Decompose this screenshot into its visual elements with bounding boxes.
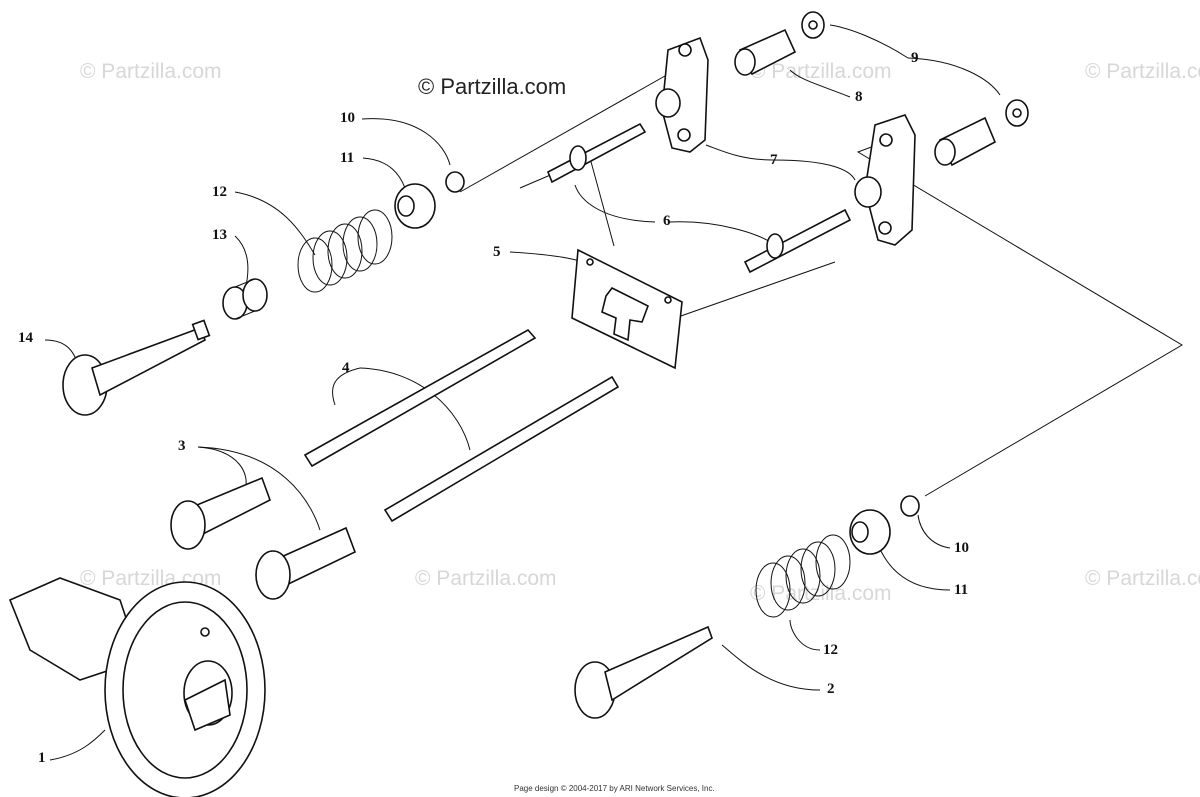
callout-5: 5 [493, 244, 501, 260]
nut-lower [1005, 99, 1029, 127]
callout-10-lower: 10 [954, 540, 969, 556]
callout-2: 2 [827, 681, 835, 697]
rocker-arm-upper [655, 36, 709, 153]
push-rod-2 [383, 375, 620, 523]
callout-10-upper: 10 [340, 110, 355, 126]
leader-lines [44, 24, 1183, 761]
clip-lower [900, 495, 920, 517]
callout-7: 7 [770, 152, 778, 168]
callout-9: 9 [911, 50, 919, 66]
push-rod-1 [303, 328, 537, 468]
callout-11-lower: 11 [954, 582, 969, 598]
retainer-upper [394, 183, 436, 229]
callout-1: 1 [38, 750, 46, 766]
camshaft-gear [8, 577, 266, 797]
callout-13: 13 [212, 227, 227, 243]
pivot-upper [734, 28, 797, 76]
watermark: © Partzilla.com [1085, 60, 1200, 83]
retainer-lower [849, 509, 891, 555]
callout-14: 14 [18, 330, 33, 346]
keeper [222, 278, 268, 320]
callout-11-upper: 11 [340, 150, 355, 166]
stud-upper [546, 122, 647, 184]
tappet-2 [255, 526, 357, 600]
callout-4: 4 [342, 360, 350, 376]
watermark: © Partzilla.com [1085, 567, 1200, 590]
callout-12-upper: 12 [212, 184, 227, 200]
watermark: © Partzilla.com [415, 567, 557, 590]
spring-upper [297, 209, 393, 293]
watermark: © Partzilla.com [750, 582, 892, 605]
pivot-lower [934, 116, 997, 167]
clip-upper [445, 171, 465, 193]
watermark: © Partzilla.com [80, 60, 222, 83]
valve-left [62, 319, 211, 416]
spring-lower [755, 534, 851, 618]
watermark: © Partzilla.com [750, 60, 892, 83]
callout-3: 3 [178, 438, 186, 454]
callout-6: 6 [663, 213, 671, 229]
callout-8: 8 [855, 89, 863, 105]
footer-copyright: Page design © 2004-2017 by ARI Network S… [514, 784, 715, 793]
rocker-arm-lower [854, 114, 916, 246]
brand-text: © Partzilla.com [418, 74, 567, 99]
guide-plate [571, 248, 683, 370]
nut-upper [801, 11, 825, 39]
stud-lower [743, 208, 852, 274]
tappet-1 [170, 476, 271, 550]
callout-12-lower: 12 [823, 642, 838, 658]
valve-right [574, 625, 713, 719]
